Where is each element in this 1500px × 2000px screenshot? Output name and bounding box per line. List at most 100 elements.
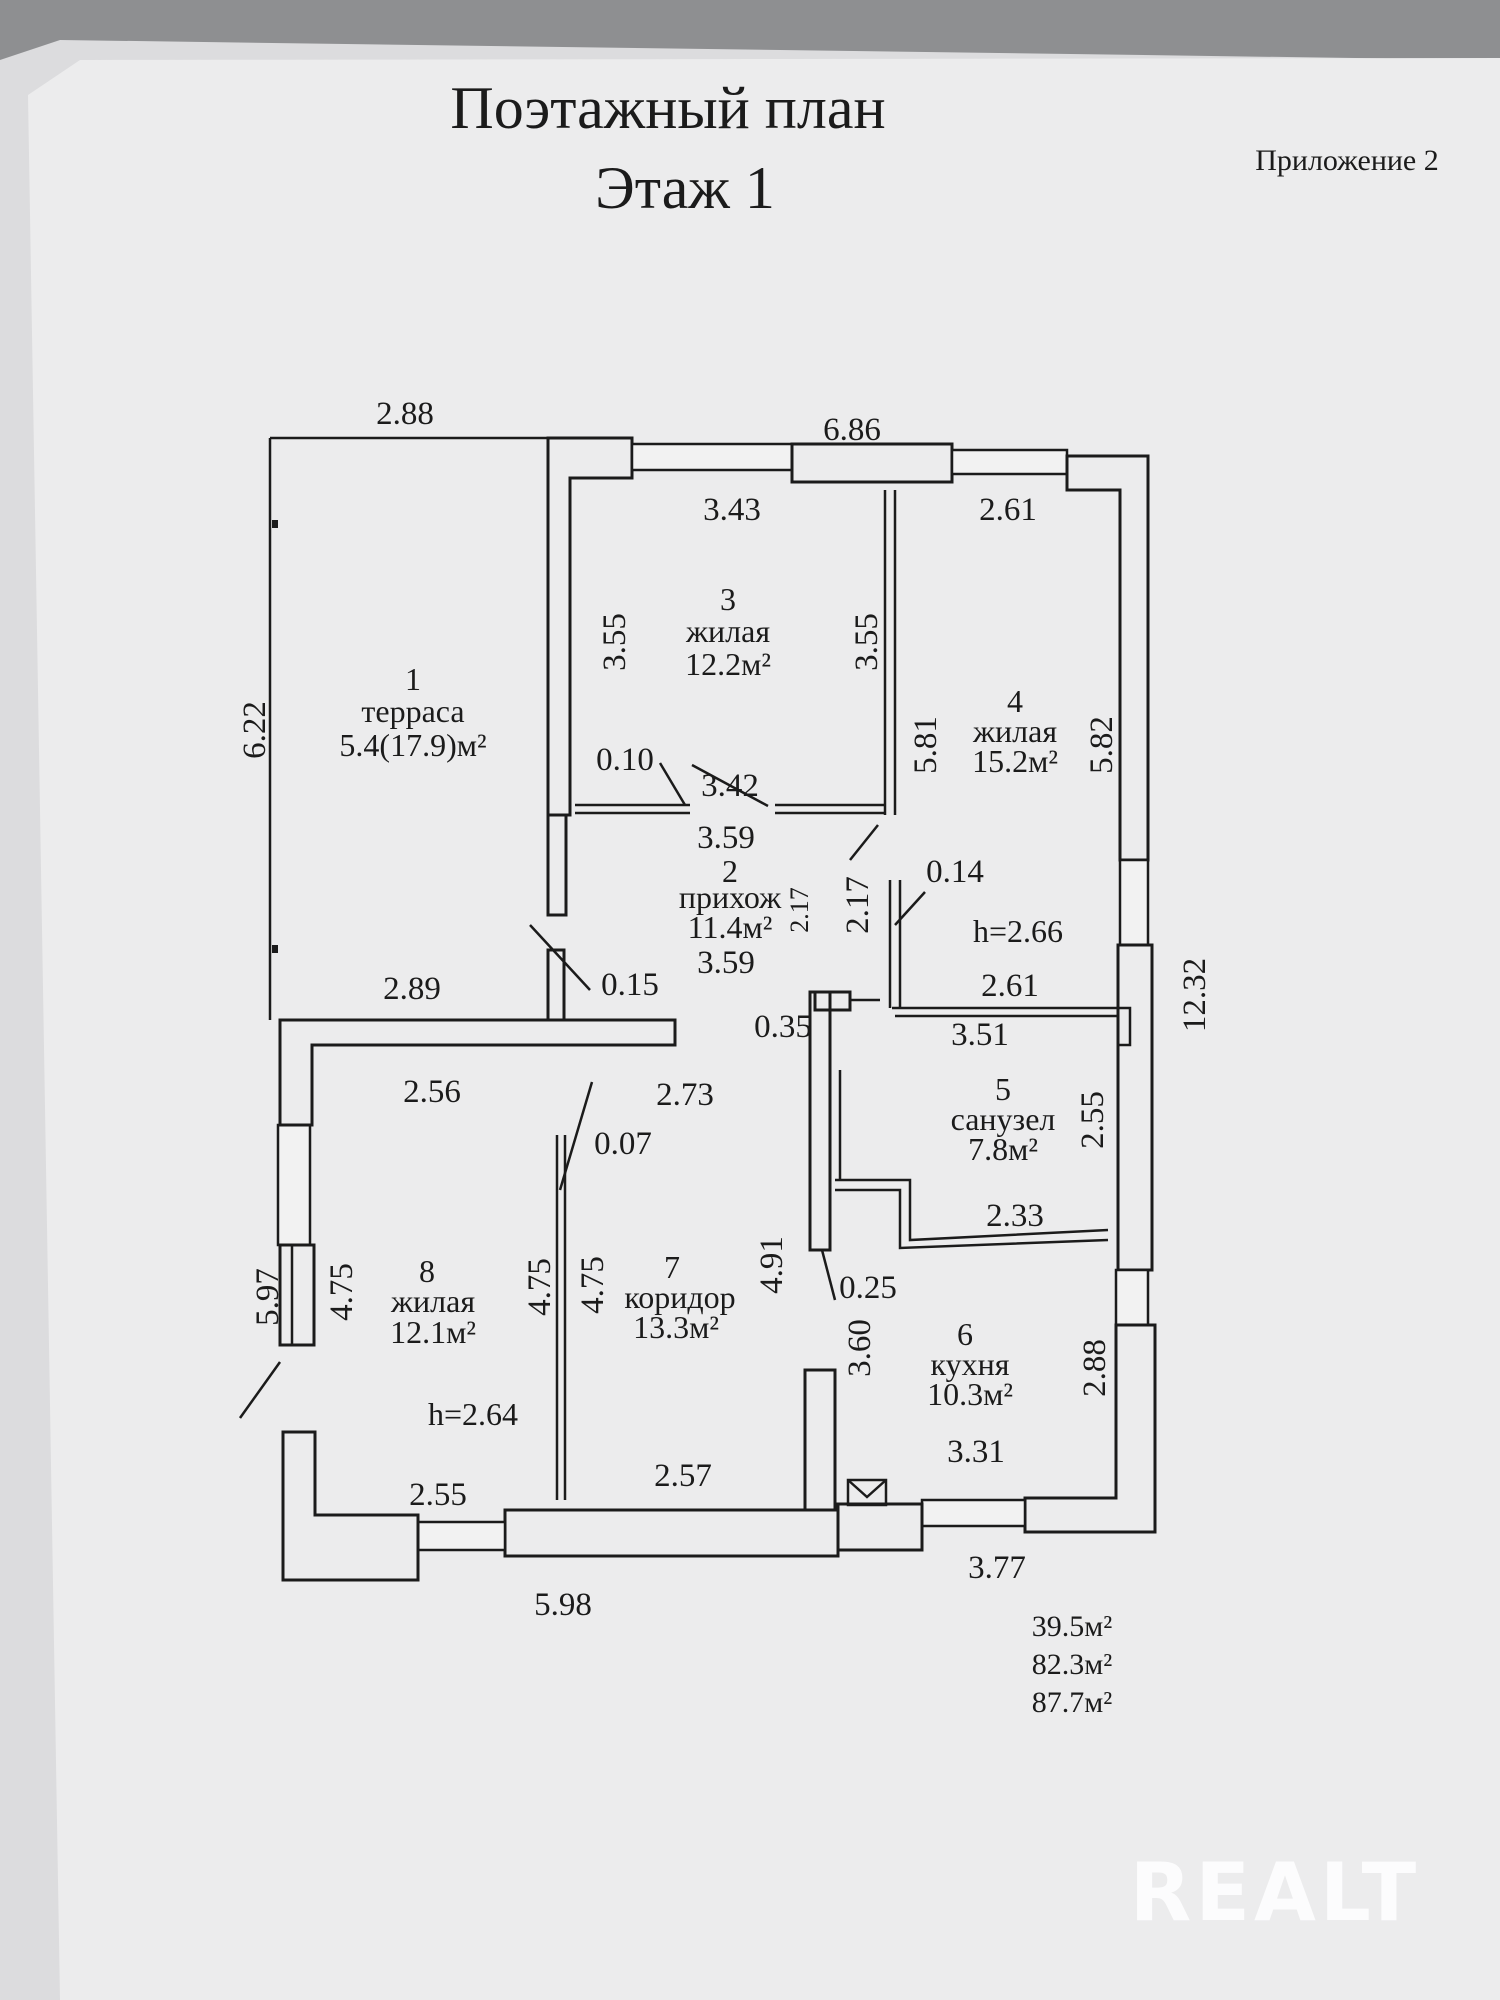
window-kitchen — [920, 1498, 1027, 1528]
dim-bath-bottom: 2.33 — [986, 1198, 1044, 1234]
area-totals: 39.5м² 82.3м² 87.7м² — [1032, 1610, 1112, 1719]
terrace-marker-2 — [272, 945, 278, 953]
dim-room3-bottom: 3.42 — [701, 768, 759, 804]
wall-room8-left — [278, 1243, 316, 1347]
dim-wall-010: 0.10 — [596, 742, 654, 778]
room2-number: 2 — [722, 853, 738, 889]
dim-kitchen-right: 2.88 — [1077, 1339, 1113, 1397]
dimension-labels: 2.88 6.86 3.43 2.61 6.22 3.55 3.55 0.10 … — [237, 396, 1213, 1623]
dim-kitchen-bottom: 3.31 — [947, 1434, 1005, 1470]
dim-hall-bottom: 3.59 — [697, 945, 755, 981]
dim-terrace-bottom: 2.89 — [383, 971, 441, 1007]
dim-terrace-side: 6.22 — [237, 701, 273, 759]
leader-014 — [894, 891, 926, 926]
room5-area: 7.8м² — [968, 1131, 1038, 1167]
dim-corridor-left: 4.75 — [575, 1256, 611, 1314]
room6-number: 6 — [957, 1316, 973, 1352]
window-kitchen-side — [1114, 1268, 1150, 1327]
wall-bath-stub — [813, 990, 852, 1012]
total-area-1: 39.5м² — [1032, 1610, 1112, 1643]
dim-room4-right: 5.82 — [1084, 716, 1120, 774]
floor-label: Этаж 1 — [595, 155, 775, 221]
dim-room8-top: 2.56 — [403, 1074, 461, 1110]
room1-number: 1 — [405, 661, 421, 697]
plan-title: Поэтажный план — [450, 75, 885, 141]
room2-name: прихож — [679, 879, 782, 915]
room6-name: кухня — [931, 1346, 1010, 1382]
dim-room4-bottom: 2.61 — [981, 968, 1039, 1004]
plan-walls — [238, 436, 1157, 1582]
total-area-3: 87.7м² — [1032, 1686, 1112, 1719]
window-room3 — [630, 442, 794, 472]
dim-corridor-bottom: 2.57 — [654, 1458, 712, 1494]
room7-area: 13.3м² — [633, 1309, 719, 1345]
window-room8-bottom — [416, 1520, 507, 1552]
room4-name: жилая — [972, 713, 1057, 749]
window-room4-side — [1118, 858, 1150, 947]
room1-name: терраса — [361, 693, 464, 729]
room3-number: 3 — [720, 581, 736, 617]
room5-number: 5 — [995, 1071, 1011, 1107]
kitchen-vent — [846, 1478, 888, 1507]
dim-room3-right: 3.55 — [849, 613, 885, 671]
leader-342 — [691, 763, 769, 808]
dim-left-overall: 5.97 — [250, 1268, 286, 1326]
room6-area: 10.3м² — [927, 1376, 1013, 1412]
wall-bath-bottom-inner — [835, 1188, 1109, 1250]
room8-height: h=2.64 — [428, 1396, 518, 1432]
wall-corridor-right — [803, 1368, 837, 1512]
room8-area: 12.1м² — [390, 1314, 476, 1350]
kitchen-vent-mark — [847, 1479, 887, 1499]
room-labels: 1 терраса 5.4(17.9)м² 3 жилая 12.2м² 4 ж… — [339, 581, 1063, 1432]
room3-area: 12.2м² — [685, 646, 771, 682]
dim-room8-left: 4.75 — [324, 1263, 360, 1321]
terrace-marker-1 — [272, 520, 278, 528]
wall-right-lower — [1023, 1323, 1157, 1534]
realt-watermark: REALT — [1130, 1846, 1420, 1939]
wall-room8-bottom-left — [281, 1430, 420, 1582]
dim-bottom-right: 3.77 — [968, 1550, 1026, 1586]
dim-wall-014: 0.14 — [926, 854, 984, 890]
dim-room3-left: 3.55 — [597, 613, 633, 671]
dim-hall-right: 2.17 — [840, 876, 876, 934]
wall-hall-left — [546, 813, 568, 917]
dim-wall-007: 0.07 — [594, 1126, 652, 1162]
dim-right-overall: 12.32 — [1177, 958, 1213, 1032]
leader-007 — [558, 1081, 594, 1191]
wall-hall-stub — [546, 948, 566, 1022]
dim-room4-left: 5.81 — [908, 716, 944, 774]
room1-area: 5.4(17.9)м² — [339, 727, 486, 763]
total-area-2: 82.3м² — [1032, 1648, 1112, 1681]
window-room8-side — [276, 1123, 312, 1247]
room3-name: жилая — [685, 613, 770, 649]
wall-terrace-room8 — [278, 1018, 677, 1127]
leader-217b — [849, 824, 879, 861]
leader-010 — [658, 762, 687, 806]
room4-area: 15.2м² — [972, 743, 1058, 779]
window-room4 — [950, 448, 1069, 476]
leader-015 — [529, 924, 591, 991]
dim-wall-035: 0.35 — [754, 1009, 812, 1045]
room8-name: жилая — [390, 1283, 475, 1319]
room8-number: 8 — [419, 1253, 435, 1289]
dim-room4-top: 2.61 — [979, 492, 1037, 528]
dim-wall-025: 0.25 — [839, 1270, 897, 1306]
wall-bath-bottom — [835, 1178, 1109, 1242]
room2-area: 11.4м² — [688, 909, 773, 945]
appendix-label: Приложение 2 — [1255, 144, 1439, 177]
dim-room8-right: 4.75 — [522, 1258, 558, 1316]
room7-name: коридор — [624, 1279, 735, 1315]
dim-hall-right-small: 2.17 — [785, 887, 814, 933]
dim-corridor-right: 4.91 — [754, 1236, 790, 1294]
dim-bath-right: 2.55 — [1075, 1091, 1111, 1149]
room4-number: 4 — [1007, 683, 1023, 719]
dim-bottom-left: 5.98 — [534, 1587, 592, 1623]
dim-terrace-top: 2.88 — [376, 396, 434, 432]
room5-name: санузел — [951, 1101, 1056, 1137]
dim-room8-bottom: 2.55 — [409, 1477, 467, 1513]
room4-height: h=2.66 — [973, 913, 1063, 949]
room7-number: 7 — [664, 1249, 680, 1285]
dim-bath-top: 3.51 — [951, 1017, 1009, 1053]
wall-bath-top — [892, 1006, 1132, 1047]
